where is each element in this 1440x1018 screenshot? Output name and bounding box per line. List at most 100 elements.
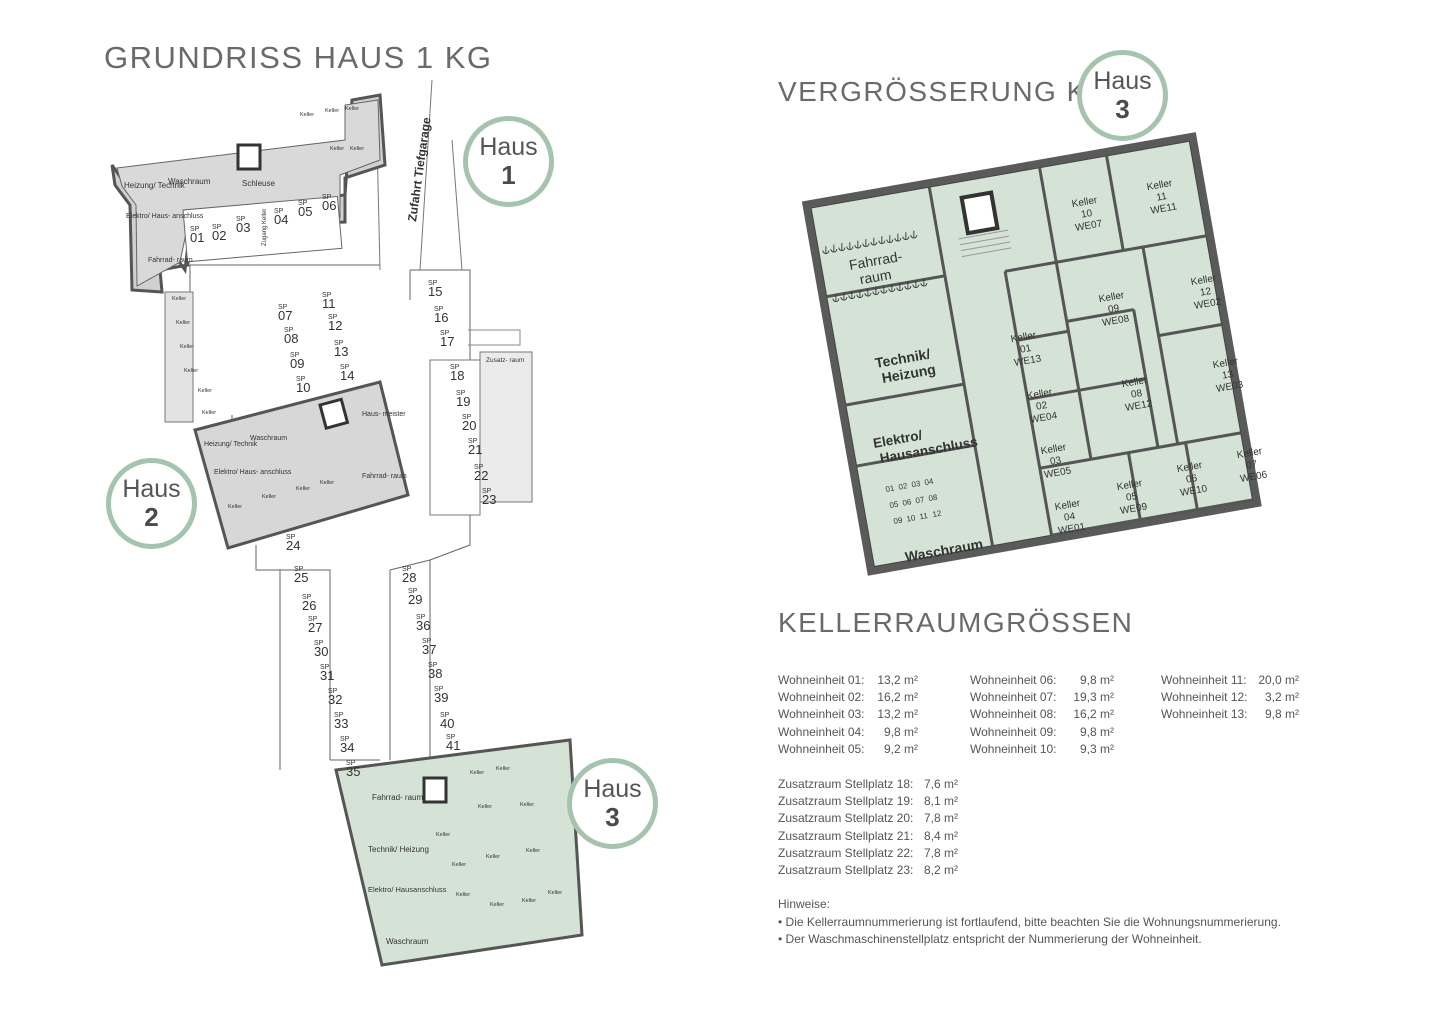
- wohneinheit-row: Wohneinheit 12:3,2 m²: [1161, 689, 1299, 706]
- parking-spot-prefix: SP: [428, 280, 438, 287]
- bicycle-icon: ⫝: [902, 228, 910, 243]
- wohneinheit-row: Wohneinheit 06:9,8 m²: [970, 672, 1114, 689]
- parking-spot-prefix: SP: [456, 390, 466, 397]
- keller-label-small: Keller: [526, 848, 540, 854]
- wohneinheit-label: Wohneinheit 08:: [970, 707, 1057, 722]
- haus1-word: Haus: [479, 133, 538, 161]
- zoom-keller-room: Keller07WE06: [1235, 446, 1268, 485]
- zusatzraum-label: Zusatz- raum: [486, 357, 524, 364]
- zusatzraum-label: Zusatzraum Stellplatz 18:: [778, 777, 914, 791]
- zusatzraum-row: Zusatzraum Stellplatz 22:7,8 m²: [778, 845, 959, 862]
- hinweis-item-1: • Die Kellerraumnummerierung ist fortlau…: [778, 914, 1281, 929]
- bicycle-icon: ⫝: [848, 287, 856, 302]
- parking-spot-prefix: SP: [446, 734, 456, 741]
- parking-spot-number: 34: [340, 740, 354, 755]
- elektro-label-h3: Elektro/ Hausanschluss: [368, 885, 447, 894]
- keller-label-small: Keller: [350, 146, 364, 152]
- parking-spot-number: 07: [278, 308, 292, 323]
- parking-spot-prefix: SP: [434, 306, 444, 313]
- wohneinheit-row: Wohneinheit 10:9,3 m²: [970, 741, 1114, 758]
- parking-spot-number: 29: [408, 592, 422, 607]
- parking-spot-prefix: SP: [434, 686, 444, 693]
- zoom-keller-room: Keller05WE09: [1115, 478, 1148, 517]
- wohneinheit-label: Wohneinheit 12:: [1161, 690, 1248, 705]
- zusatzraum-row: Zusatzraum Stellplatz 21:8,4 m²: [778, 828, 958, 845]
- haus2-badge: Haus 2: [106, 458, 197, 549]
- parking-spot-prefix: SP: [422, 638, 432, 645]
- parking-spot-prefix: SP: [334, 712, 344, 719]
- parking-spot-prefix: SP: [402, 566, 412, 573]
- parking-spot-number: 24: [286, 538, 300, 553]
- wohneinheit-value: 9,8 m²: [1079, 724, 1114, 739]
- parking-spot-number: 38: [428, 666, 442, 681]
- zusatzraum-value: 7,6 m²: [924, 777, 959, 791]
- haus1-badge: Haus 1: [463, 116, 554, 207]
- sizes-title: KELLERRAUMGRÖSSEN: [778, 607, 1134, 638]
- zoom-keller-room: Keller03WE05: [1039, 442, 1072, 481]
- zusatzraum-label: Zusatzraum Stellplatz 23:: [778, 863, 914, 878]
- parking-spot-prefix: SP: [346, 760, 356, 767]
- wash-machine-number: 12: [932, 509, 943, 520]
- wohneinheit-row: Wohneinheit 11:20,0 m²: [1161, 672, 1299, 689]
- parking-spot-prefix: SP: [294, 566, 304, 573]
- zusatzraum-value: 7,8 m²: [924, 845, 959, 860]
- parking-spot-number: 23: [482, 492, 496, 507]
- bicycle-icon: ⫝: [878, 232, 886, 247]
- zoom-keller-room: Keller02WE04: [1025, 387, 1058, 426]
- wohneinheit-value: 13,2 m²: [877, 707, 918, 722]
- wohneinheit-row: Wohneinheit 13:9,8 m²: [1161, 706, 1299, 723]
- wohneinheit-label: Wohneinheit 04:: [778, 724, 865, 739]
- bicycle-icon: ⫝: [838, 239, 846, 254]
- bicycle-icon: ⫝: [830, 241, 838, 256]
- keller-label-small: Keller: [452, 862, 466, 868]
- haus3-building: [334, 738, 584, 967]
- keller-label-small: Keller: [548, 890, 562, 896]
- parking-spot-number: 11: [322, 296, 336, 311]
- parking-spot-number: 36: [416, 618, 430, 633]
- parking-spot-prefix: SP: [440, 330, 450, 337]
- parking-spot-number: 31: [320, 668, 334, 683]
- zusatzraum-label: Zusatzraum Stellplatz 19:: [778, 794, 914, 809]
- wohneinheit-label: Wohneinheit 07:: [970, 690, 1057, 705]
- parking-spot-number: 01: [190, 230, 204, 245]
- zoom-keller-room: Keller13WE03: [1211, 356, 1244, 395]
- keller-label-small: Keller: [228, 504, 242, 510]
- parking-spot-number: 33: [334, 716, 348, 731]
- bicycle-icon: ⫝: [822, 242, 830, 257]
- parking-spot-number: 13: [334, 344, 348, 359]
- waschraum-label-h1: Waschraum: [168, 177, 211, 186]
- bicycle-icon: ⫝: [872, 283, 880, 298]
- wash-machine-number: 07: [915, 495, 926, 506]
- parking-spot-prefix: SP: [474, 464, 484, 471]
- haus3-zoom-badge: Haus 3: [1077, 50, 1168, 141]
- zoom-keller-room: Keller08WE12: [1120, 375, 1153, 414]
- bicycle-icon: ⫝: [870, 234, 878, 249]
- bicycle-icon: ⫝: [904, 277, 912, 292]
- parking-spot-prefix: SP: [298, 200, 308, 207]
- keller-label-small: Keller: [300, 112, 314, 118]
- haus3-number: 3: [605, 802, 620, 832]
- wohneinheit-label: Wohneinheit 11:: [1161, 673, 1247, 687]
- zusatzraum-value: 8,2 m²: [924, 863, 959, 878]
- keller-label-small: Keller: [470, 770, 484, 776]
- parking-spot-prefix: SP: [286, 534, 296, 541]
- haus3-zoom-word: Haus: [1093, 67, 1152, 95]
- parking-spot-prefix: SP: [408, 588, 418, 595]
- floor-plan: Zufahrt Tiefgarage Heizung/ Technik Wasc…: [110, 79, 584, 967]
- parking-spot-number: 04: [274, 212, 288, 227]
- parking-spot-number: 26: [302, 598, 316, 613]
- bicycle-icon: ⫝: [888, 280, 896, 295]
- zoom-title: VERGRÖSSERUNG KG: [778, 76, 1111, 107]
- bicycle-icon: ⫝: [840, 289, 848, 304]
- parking-spot-prefix: SP: [334, 340, 344, 347]
- wohneinheit-row: Wohneinheit 05:9,2 m²: [778, 741, 918, 758]
- fahrradraum-label-h3: Fahrrad- raum: [372, 793, 423, 802]
- parking-spot-number: 21: [468, 442, 482, 457]
- bicycle-icon: ⫝: [854, 236, 862, 251]
- heizung-technik-label-h2: Heizung/ Technik: [204, 441, 258, 448]
- wohneinheit-label: Wohneinheit 02:: [778, 690, 865, 705]
- bicycle-icon: ⫝: [864, 284, 872, 299]
- parking-spot-number: 41: [446, 738, 460, 753]
